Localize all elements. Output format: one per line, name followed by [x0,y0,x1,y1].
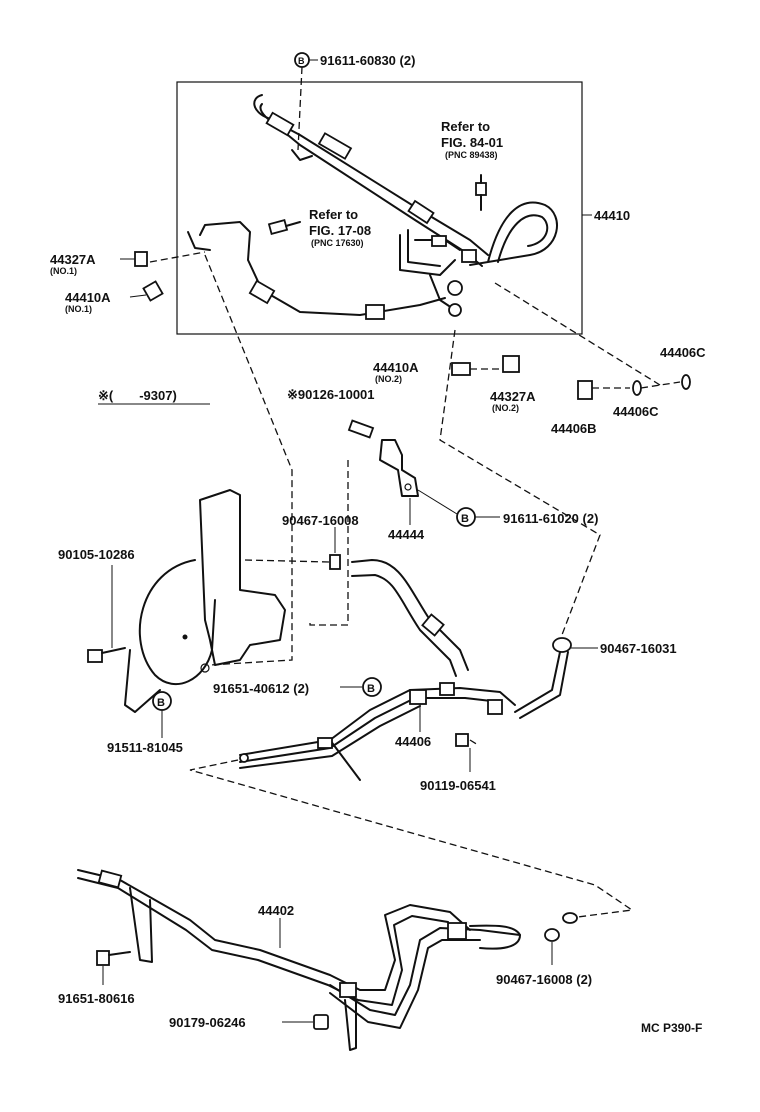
union-bolt-no1-icon [129,280,164,302]
label-no2-b: (NO.2) [492,403,519,413]
svg-text:B: B [367,683,375,695]
label-91611-61020: 91611-61020 (2) [503,511,598,526]
note-range: ※( -9307) [98,388,177,403]
label-44406: 44406 [395,734,431,749]
hose-clip-16008-icon [544,912,578,942]
label-90119-06541: 90119-06541 [420,778,496,793]
union-bolt-44406B-icon [577,374,691,400]
stud-bolt-icon [347,419,375,439]
mount-bolt-icon [87,647,126,663]
label-90126-10001: ※90126-10001 [287,387,375,402]
svg-text:B: B [298,56,305,66]
clamp-no1-icon [120,251,148,267]
svg-text:B: B [157,697,165,709]
pressure-hose-loop [469,201,558,266]
label-44406C-a: 44406C [660,345,706,360]
label-91651-40612: 91651-40612 (2) [213,681,309,696]
return-hose-lower [187,221,446,320]
dash-guide-bracket [309,460,349,626]
label-44402: 44402 [258,903,294,918]
bolt-90119-icon [455,733,479,747]
bolt-b-pump-icon: B [152,691,172,711]
dash-guide-stud [244,559,331,563]
label-90467-16031: 90467-16031 [600,641,677,656]
dash-bolt-top [297,66,303,151]
assembly-box-44410 [176,81,583,335]
label-90467-16008-2: 90467-16008 (2) [496,972,592,987]
bracket-44444 [379,439,419,497]
sensor-switch-icon [475,174,487,211]
refer-to-2: Refer to [309,207,358,222]
center-tube-cluster [239,682,516,781]
tube-right-end [514,651,561,713]
refer-fig-84-01: FIG. 84-01 [441,135,503,150]
label-44444: 44444 [388,527,425,542]
tube-manifold [399,229,477,317]
label-44410: 44410 [594,208,630,223]
label-90467-16008: 90467-16008 [282,513,359,528]
pressure-hose-upper [253,94,489,267]
label-no1-b: (NO.1) [65,304,92,314]
dash-guide-left [204,254,293,666]
connector-plug-icon [267,218,301,236]
bolt-b-top-icon: B [294,52,310,68]
dash-frame-lower [189,759,634,919]
leader-bracket-b [417,489,458,515]
label-no2-a: (NO.2) [375,374,402,384]
power-steering-pump [124,489,286,713]
label-44410A-no2: 44410A [373,360,419,375]
refer-pnc-17630: (PNC 17630) [311,238,364,248]
label-44327A-no1: 44327A [50,252,96,267]
label-90105-10286: 90105-10286 [58,547,135,562]
label-91611-60830: 91611-60830 (2) [320,53,415,68]
label-no1-a: (NO.1) [50,266,77,276]
union-bolt-no2-icon [451,355,520,376]
return-tube-44402 [77,869,521,1051]
dash-guide-center [439,329,601,641]
bolt-b-mid-icon: B [456,507,476,527]
label-91511-81045: 91511-81045 [107,740,183,755]
refer-pnc-89438: (PNC 89438) [445,150,498,160]
dash-no1 [149,251,206,263]
label-44410A-no1: 44410A [65,290,111,305]
refer-to-1: Refer to [441,119,490,134]
label-44406B: 44406B [551,421,597,436]
bolt-91651-80616-icon [96,950,131,966]
nut-90179-icon [313,1014,329,1030]
refer-fig-17-08: FIG. 17-08 [309,223,371,238]
figure-code: MC P390-F [641,1021,702,1035]
label-44406C-b: 44406C [613,404,659,419]
bolt-b-lower-icon: B [362,677,382,697]
pump-return-hose [351,559,469,677]
label-44327A-no2: 44327A [490,389,536,404]
tube-right-end-2 [519,651,569,719]
label-90179-06246: 90179-06246 [169,1015,246,1030]
svg-text:B: B [461,513,469,525]
clip-icon [329,554,341,570]
label-91651-80616: 91651-80616 [58,991,135,1006]
hose-clip-16031-icon [552,637,572,653]
